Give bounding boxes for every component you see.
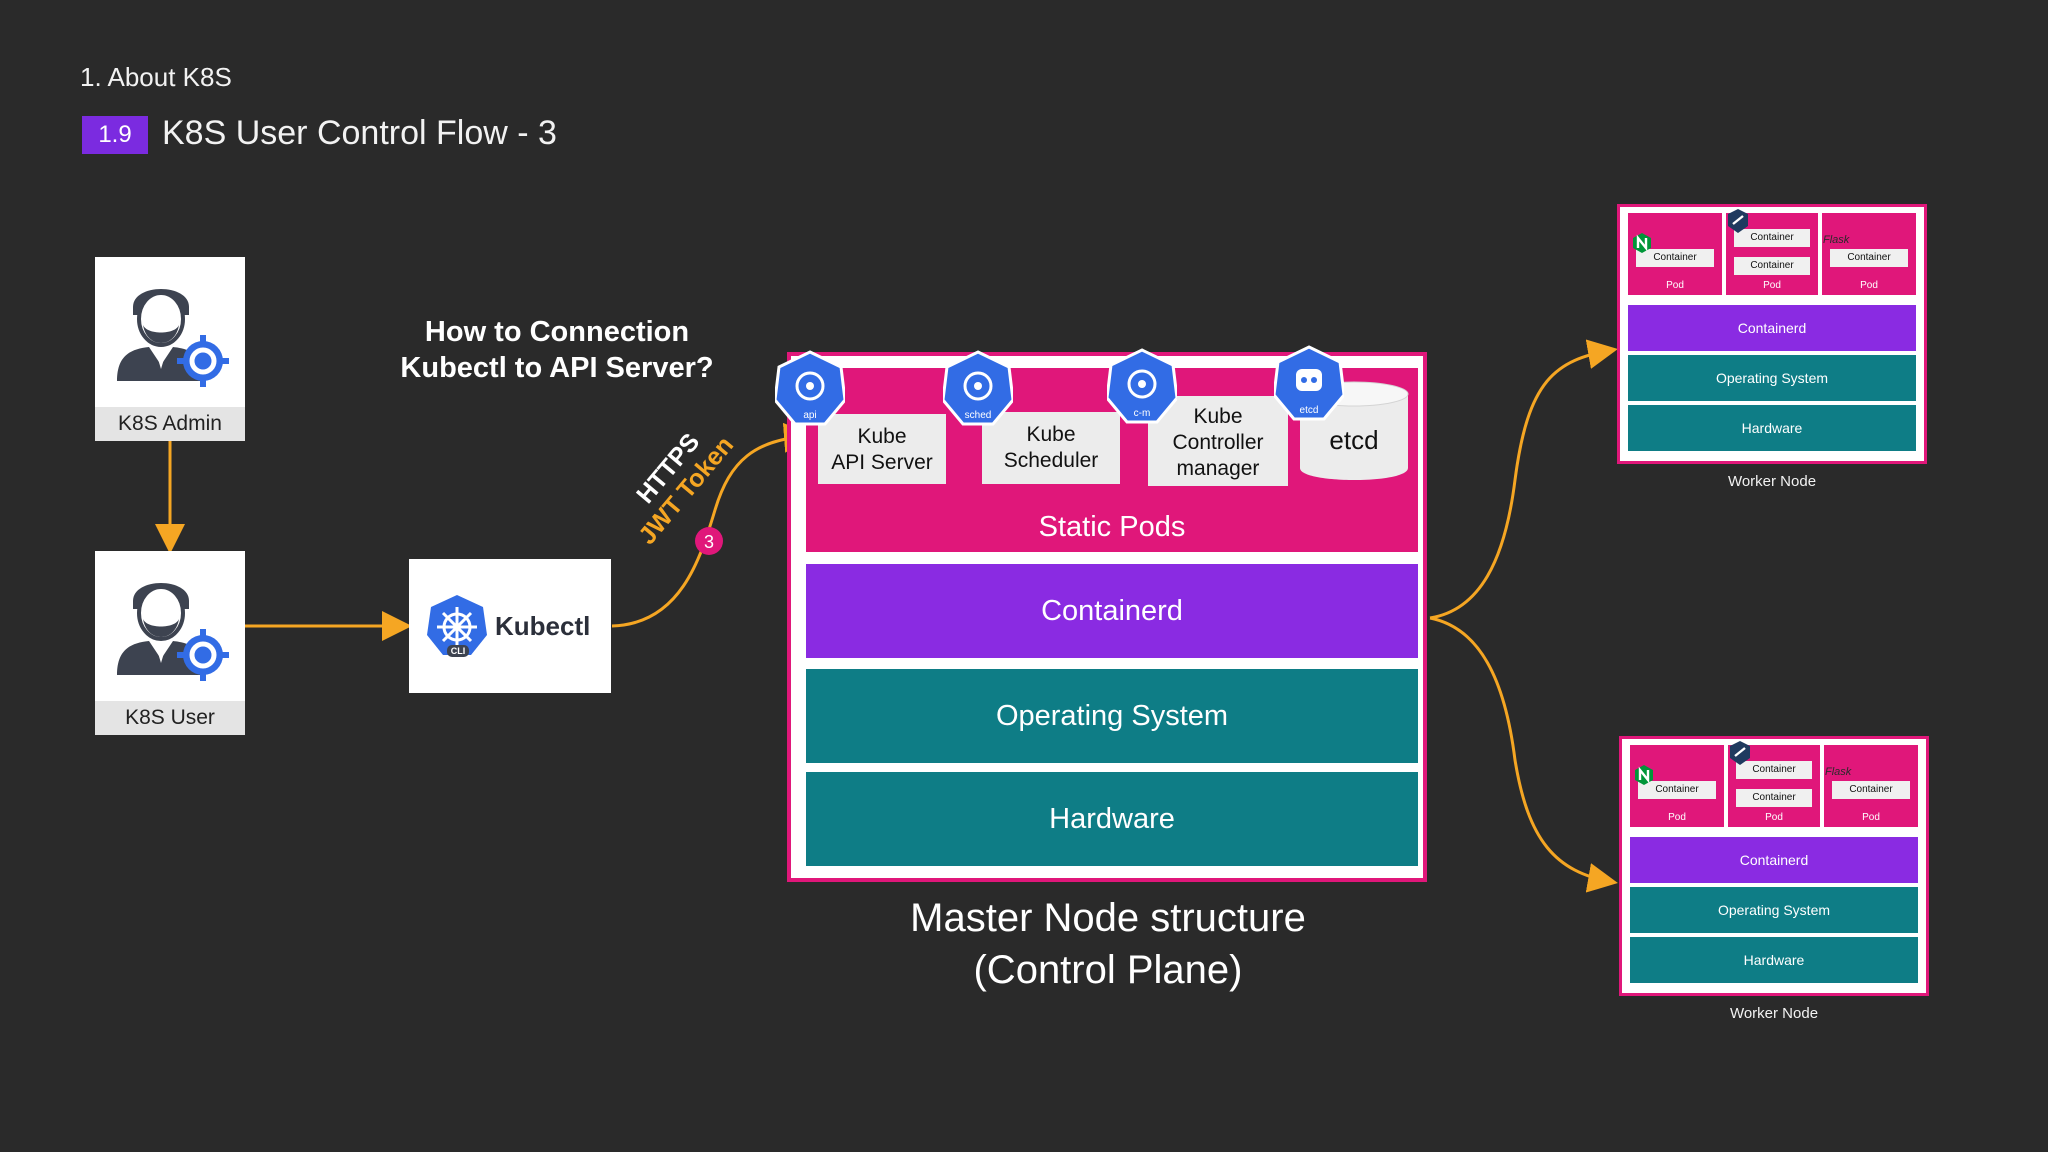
- worker-1-containerd: Containerd: [1628, 305, 1916, 351]
- master-node-title: Master Node structure (Control Plane): [808, 892, 1408, 996]
- kube-controller-manager-box: Kube Controller manager: [1148, 396, 1288, 486]
- kube-scheduler-line2: Scheduler: [1003, 449, 1099, 472]
- kube-controller-line2: Controller: [1172, 431, 1264, 454]
- etcd-icon: etcd: [1274, 345, 1344, 421]
- section-label: 1. About K8S: [80, 62, 232, 92]
- kubectl-helm-icon: CLI: [427, 595, 487, 657]
- step-circle: [695, 527, 723, 555]
- etcd-icon-text: etcd: [1300, 405, 1319, 416]
- cm-icon-text: c-m: [1134, 408, 1151, 419]
- kube-scheduler-line1: Kube: [1026, 423, 1076, 446]
- worker-1-flask-text: Flask: [1823, 234, 1850, 246]
- kubectl-card: CLI Kubectl: [409, 559, 611, 693]
- master-title-line1: Master Node structure: [910, 896, 1306, 940]
- kubectl-to-api-arrow: [611, 422, 814, 628]
- flask-icon: Flask: [1825, 766, 1852, 778]
- step-number: 3: [704, 532, 714, 552]
- worker-node-1-label: Worker Node: [1727, 473, 1817, 490]
- worker-1-hardware: Hardware: [1628, 405, 1916, 451]
- hardware-layer: Hardware: [806, 772, 1418, 866]
- worker-2-pod-label: Pod: [1862, 812, 1880, 823]
- master-to-worker2-arrow: [1429, 616, 1618, 893]
- worker-1-pod-label: Pod: [1860, 280, 1878, 291]
- kube-api-server-line2: API Server: [831, 451, 933, 474]
- master-to-worker1-arrow: [1429, 339, 1618, 620]
- worker-node-2-label: Worker Node: [1729, 1005, 1819, 1022]
- etcd-label: etcd: [1329, 425, 1378, 455]
- page-title: K8S User Control Flow - 3: [162, 114, 557, 152]
- worker-node-1: Container Pod Container Container Pod Co…: [1617, 204, 1927, 464]
- kubectl-label: Kubectl: [495, 611, 591, 641]
- nginx-icon: [1635, 765, 1653, 785]
- flask-icon: Flask: [1823, 234, 1850, 246]
- question-line-1: How to Connection: [424, 316, 690, 348]
- worker-1-pod-flask: Container Pod: [1822, 213, 1916, 295]
- worker-1-container: Container: [1734, 257, 1810, 275]
- worker-1-container: Container: [1636, 249, 1714, 267]
- worker-node-2: Container Pod Container Container Pod Co…: [1619, 736, 1929, 996]
- worker-1-pod-label: Pod: [1666, 280, 1684, 291]
- worker-1-pods: Container Pod Container Container Pod Co…: [1628, 213, 1916, 295]
- api-icon-text: api: [803, 410, 816, 421]
- sched-icon-text: sched: [965, 410, 992, 421]
- worker-2-pod-label: Pod: [1765, 812, 1783, 823]
- worker-2-hardware: Hardware: [1630, 937, 1918, 983]
- worker-2-pod-flask: Container Pod: [1824, 745, 1918, 827]
- kube-api-server-line1: Kube: [857, 425, 907, 448]
- k8s-user-label: K8S User: [95, 701, 245, 735]
- question-line-2: Kubectl to API Server?: [400, 352, 714, 384]
- connection-question: How to Connection Kubectl to API Server?: [380, 314, 734, 386]
- nginx-icon: [1633, 233, 1651, 253]
- worker-1-pod-nginx: Container Pod: [1628, 213, 1722, 295]
- worker-2-container: Container: [1736, 761, 1812, 779]
- user-person-icon: [117, 583, 229, 681]
- worker-2-flask-text: Flask: [1825, 766, 1852, 778]
- api-server-icon: api: [775, 350, 845, 426]
- worker-1-container: Container: [1734, 229, 1810, 247]
- worker-2-containerd: Containerd: [1630, 837, 1918, 883]
- admin-person-icon: [117, 289, 229, 387]
- containerd-layer: Containerd: [806, 564, 1418, 658]
- k8s-admin-card: K8S Admin: [95, 257, 245, 441]
- worker-2-pod-label: Pod: [1668, 812, 1686, 823]
- kube-controller-line1: Kube: [1193, 405, 1243, 428]
- master-node: Kube API Server Kube Scheduler Kube Cont…: [787, 352, 1427, 882]
- kube-controller-line3: manager: [1176, 457, 1260, 480]
- worker-2-pod-multi: Container Container Pod: [1728, 745, 1820, 827]
- worker-1-container: Container: [1830, 249, 1908, 267]
- kube-api-server-box: Kube API Server: [818, 414, 946, 484]
- kubectl-cli-tag: CLI: [451, 646, 466, 656]
- section-badge: 1.9: [82, 116, 148, 154]
- worker-2-os: Operating System: [1630, 887, 1918, 933]
- static-pods-label: Static Pods: [1038, 511, 1186, 543]
- app-tag-icon: [1728, 209, 1748, 233]
- worker-2-container: Container: [1736, 789, 1812, 807]
- worker-2-pod-nginx: Container Pod: [1630, 745, 1724, 827]
- worker-1-os: Operating System: [1628, 355, 1916, 401]
- k8s-admin-label: K8S Admin: [95, 407, 245, 441]
- master-title-line2: (Control Plane): [973, 948, 1243, 992]
- worker-2-container: Container: [1832, 781, 1910, 799]
- worker-2-pods: Container Pod Container Container Pod Co…: [1630, 745, 1918, 827]
- worker-2-container: Container: [1638, 781, 1716, 799]
- kube-scheduler-box: Kube Scheduler: [982, 412, 1120, 484]
- app-tag-icon: [1730, 741, 1750, 765]
- controller-manager-icon: c-m: [1107, 348, 1177, 424]
- scheduler-icon: sched: [943, 350, 1013, 426]
- worker-1-pod-label: Pod: [1763, 280, 1781, 291]
- operating-system-layer: Operating System: [806, 669, 1418, 763]
- k8s-user-card: K8S User: [95, 551, 245, 735]
